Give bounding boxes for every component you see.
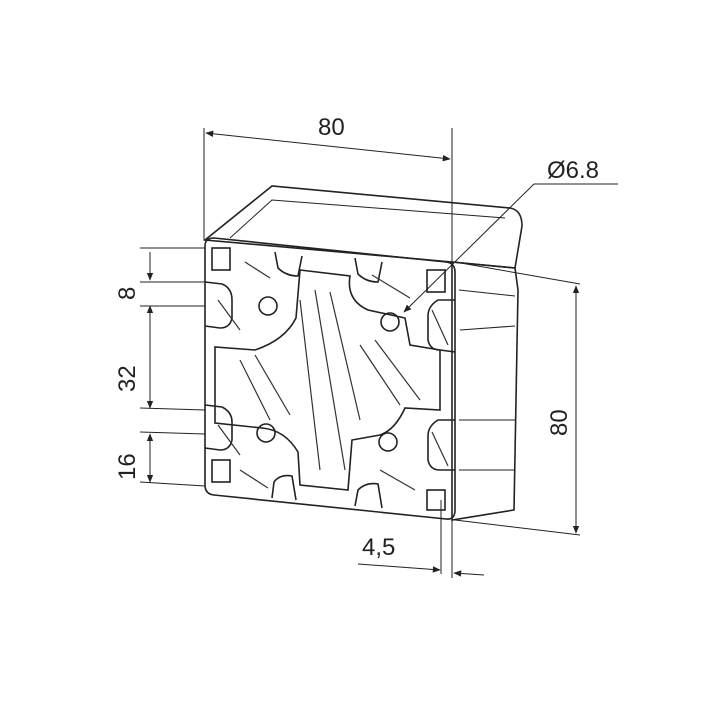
dimension-left-top-label: 8 [114,287,141,300]
dimension-bottom-slot-label: 4,5 [362,534,395,561]
dimension-left-series: 8 32 16 [114,247,206,487]
dimension-top-width-label: 80 [318,114,345,141]
dimension-top-width: 80 [203,114,453,262]
profile-extrusion [202,185,523,521]
dimension-right-height: 80 [454,261,581,536]
dimension-right-height-label: 80 [546,409,573,436]
dimension-left-bottom-label: 16 [114,453,141,480]
dimension-bottom-slot: 4,5 [357,500,485,578]
profile-cross-section [204,237,456,520]
dimension-hole-diameter: Ø6.8 [403,157,618,313]
dimension-hole-diameter-label: Ø6.8 [547,157,599,184]
dimension-left-mid-label: 32 [114,365,141,392]
